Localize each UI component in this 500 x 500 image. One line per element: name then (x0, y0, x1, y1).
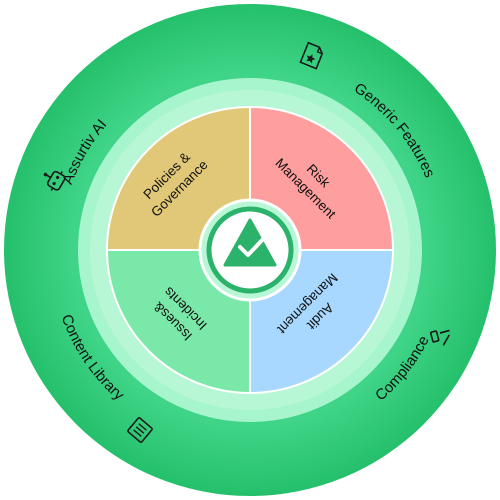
document-star-icon (299, 41, 324, 70)
list-document-icon (127, 417, 153, 443)
robot-icon (43, 170, 66, 191)
center-logo[interactable] (198, 198, 302, 302)
gavel-icon (429, 329, 450, 346)
